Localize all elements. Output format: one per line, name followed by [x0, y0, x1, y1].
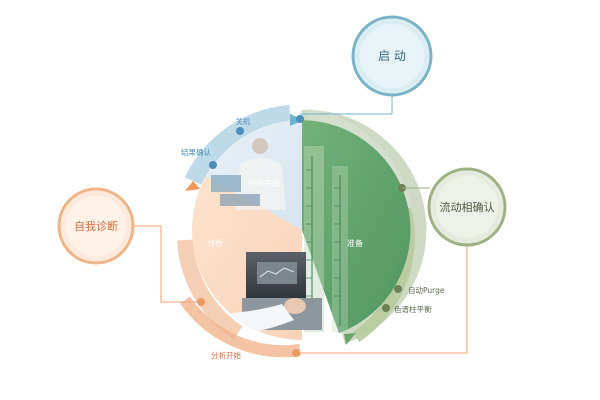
dot-analysis-start [292, 349, 300, 357]
step-result-check: 结果确认 [181, 147, 211, 157]
dot-auto-purge [394, 285, 402, 293]
segment-analysis-complete: 分析完成 [248, 178, 280, 188]
node-self-diagnosis: 自我诊断 [59, 189, 133, 263]
segment-preparation: 准备 [347, 238, 363, 248]
step-auto-purge: 自动Purge [408, 285, 445, 295]
start-label: 启 动 [378, 49, 406, 63]
dot-start-node [296, 115, 304, 123]
self-diagnosis-label: 自我诊断 [74, 219, 118, 233]
step-power-off: 关机 [236, 116, 251, 126]
step-analysis-start: 分析开始 [211, 350, 241, 360]
dot-column-equilibration [382, 304, 390, 312]
mobile-phase-check-label: 流动相确认 [440, 200, 495, 214]
node-mobile-phase-check: 流动相确认 [429, 169, 505, 245]
step-column-equilibration: 色谱柱平衡 [394, 304, 432, 314]
segment-analysis: 分析 [207, 238, 223, 248]
node-start: 启 动 [353, 17, 431, 95]
dot-result-check [209, 161, 217, 169]
dot-power-off [236, 127, 244, 135]
